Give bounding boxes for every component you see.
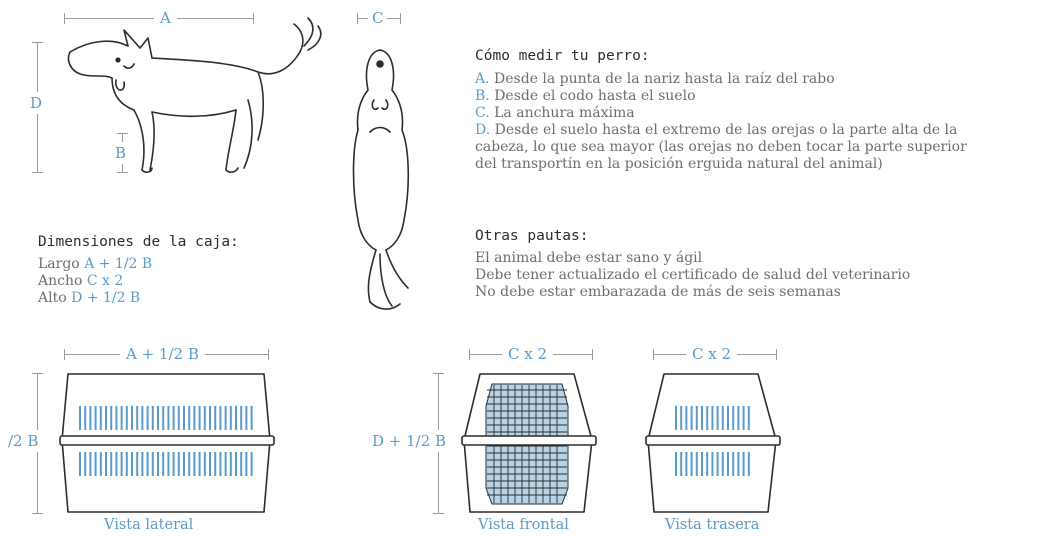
guidelines-section: Otras pautas: El animal debe estar sano …	[475, 228, 910, 301]
crate-front-view	[461, 373, 597, 513]
measure-title: Cómo medir tu perro:	[475, 48, 650, 64]
side-height-label: /2 B	[6, 430, 41, 452]
dog-top-illustration	[352, 49, 410, 310]
dimension-d-label: D	[28, 92, 45, 114]
box-row-height: Alto D + 1/2 B	[38, 290, 141, 306]
box-row-width: Ancho C x 2	[38, 273, 124, 289]
measure-item-c: C. La anchura máxima	[475, 105, 635, 121]
measure-item-d: D. Desde el suelo hasta el extremo de la…	[475, 122, 958, 138]
guideline-item: No debe estar embarazada de más de seis …	[475, 284, 841, 300]
crate-side-view	[59, 373, 275, 513]
front-view-label: Vista frontal	[478, 517, 569, 533]
rear-width-label: C x 2	[686, 345, 738, 363]
dimension-a-label: A	[154, 9, 177, 27]
crate-rear-view	[645, 373, 781, 513]
measure-section: Cómo medir tu perro: A. Desde la punta d…	[475, 48, 967, 173]
box-dimensions-section: Dimensiones de la caja: Largo A + 1/2 B …	[38, 234, 239, 307]
dimension-b-label: B	[113, 142, 129, 164]
front-height-label: D + 1/2 B	[370, 430, 449, 452]
measure-item-d-cont-1: cabeza, lo que sea mayor (las orejas no …	[475, 139, 967, 155]
measure-item-b: B. Desde el codo hasta el suelo	[475, 88, 696, 104]
dimension-c-label: C	[368, 9, 388, 27]
measure-item-d-cont-2: del transportín en la posición erguida n…	[475, 156, 883, 172]
rear-view-label: Vista trasera	[665, 517, 760, 533]
front-width-label: C x 2	[502, 345, 554, 363]
box-dimensions-title: Dimensiones de la caja:	[38, 234, 239, 250]
dog-side-illustration	[67, 17, 322, 173]
side-view-label: Vista lateral	[104, 517, 194, 533]
guideline-item: El animal debe estar sano y ágil	[475, 250, 703, 266]
guidelines-title: Otras pautas:	[475, 228, 589, 244]
box-row-length: Largo A + 1/2 B	[38, 256, 153, 272]
measure-item-a: A. Desde la punta de la nariz hasta la r…	[475, 71, 835, 87]
guideline-item: Debe tener actualizado el certificado de…	[475, 267, 911, 283]
side-width-label: A + 1/2 B	[120, 345, 205, 363]
